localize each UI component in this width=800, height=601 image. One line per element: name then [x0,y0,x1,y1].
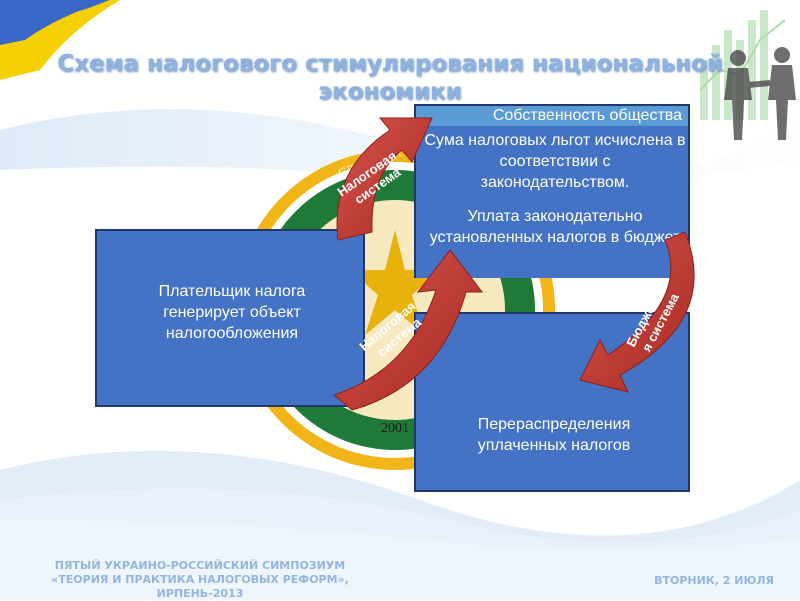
footer-date: ВТОРНИК, 2 ИЮЛЯ [654,574,774,587]
handshake-people-icon [724,47,796,140]
ownership-box: Собственность общества Сума налоговых ль… [414,104,690,278]
footer-event-line-1: ПЯТЫЙ УКРАИНО-РОССИЙСКИЙ СИМПОЗИУМ [54,559,346,572]
ownership-header: Собственность общества [416,106,688,126]
footer-event-line-2: «ТЕОРИЯ И ПРАКТИКА НАЛОГОВЫХ РЕФОРМ», [51,573,349,586]
footer-event: ПЯТЫЙ УКРАИНО-РОССИЙСКИЙ СИМПОЗИУМ «ТЕОР… [30,559,370,601]
ownership-text-2: Уплата законодательно установленных нало… [429,208,681,246]
flag-icon [0,0,120,80]
taxpayer-text: Плательщик налога генерирует объект нало… [158,283,306,342]
redistribution-text: Перераспределения уплаченных налогов [477,416,631,454]
tax-system-arrow-top: Налоговая система [334,117,433,241]
ownership-text-1: Сума налоговых льгот исчислена в соответ… [424,132,686,191]
page-title: Схема налогового стимулирования национал… [57,51,723,105]
taxpayer-box: Плательщик налога генерирует объект нало… [95,229,365,407]
tax-system-arrow-middle: Налоговая система [332,249,484,411]
footer-event-line-3: ИРПЕНЬ-2013 [156,587,244,600]
budget-system-arrow: Бюджетна я система [579,231,695,393]
emblem-year: 2001 [381,421,409,436]
